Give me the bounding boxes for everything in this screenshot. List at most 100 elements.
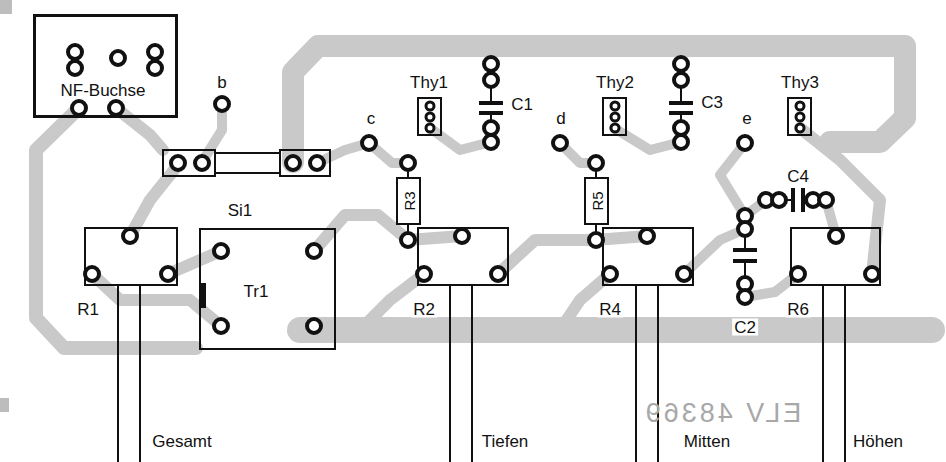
fuse-body <box>215 152 280 154</box>
potentiometer-body <box>791 228 880 285</box>
solder-pad <box>455 229 469 243</box>
capacitor-plate <box>479 101 503 105</box>
jack-box: NF-Buchse <box>33 14 178 118</box>
control-label: Mitten <box>682 433 732 450</box>
thyristor-body <box>788 98 811 135</box>
solder-pad <box>738 222 752 236</box>
copper-trace <box>300 317 932 343</box>
solder-pad <box>589 233 603 247</box>
solder-pad <box>310 156 324 170</box>
solder-pad <box>484 73 498 87</box>
solder-pad <box>68 61 82 75</box>
solder-pad <box>215 97 229 111</box>
solder-pad <box>85 267 99 281</box>
part-label: c <box>365 110 378 127</box>
solder-pad <box>589 156 603 170</box>
solder-pad <box>738 136 752 150</box>
solder-pad <box>796 113 804 121</box>
fuse-holder <box>280 150 330 176</box>
solder-pad <box>484 135 498 149</box>
solder-pad <box>148 61 162 75</box>
thyristor-body <box>418 98 441 135</box>
copper-trace <box>92 274 221 326</box>
copper-trace <box>116 108 163 150</box>
part-label: Tr1 <box>244 283 269 300</box>
solder-pad <box>171 156 185 170</box>
potentiometer-symbols <box>85 228 880 462</box>
solder-pad <box>109 101 123 115</box>
solder-pad <box>307 319 321 333</box>
capacitor-plate <box>733 248 757 252</box>
fuse-holder <box>163 150 215 176</box>
part-label: C1 <box>509 96 535 113</box>
solder-pad <box>674 57 688 71</box>
solder-pad <box>603 267 617 281</box>
potentiometer-body <box>85 228 177 285</box>
solder-pad <box>796 124 804 132</box>
part-label: NF-Buchse <box>60 82 145 99</box>
fuse-symbol <box>163 150 330 176</box>
solder-pad <box>611 102 619 110</box>
solder-pad <box>72 101 86 115</box>
transformer-box: Tr1 <box>199 228 336 350</box>
jack-pads <box>68 45 162 115</box>
potentiometer-body <box>418 228 508 285</box>
solder-pad <box>68 45 82 59</box>
part-label: Thy2 <box>594 74 636 91</box>
solder-pad <box>674 73 688 87</box>
copper-trace <box>720 143 745 216</box>
solder-pad <box>161 267 175 281</box>
capacitor-symbols <box>479 57 833 304</box>
resistor-box: R3 <box>396 177 421 225</box>
copper-trace <box>498 236 647 274</box>
potentiometer-shaft <box>139 285 141 462</box>
potentiometer-shaft <box>844 285 846 462</box>
solder-pad <box>484 57 498 71</box>
copper-trace <box>800 128 880 274</box>
solder-pad <box>491 267 505 281</box>
watermark: ELV 48369 <box>641 400 804 427</box>
edge-mark <box>0 0 12 14</box>
solder-pad <box>401 156 415 170</box>
part-label: R4 <box>597 301 623 318</box>
solder-pad <box>640 229 654 243</box>
resistor-label: R5 <box>589 191 604 210</box>
part-label: R1 <box>75 301 101 318</box>
solder-pad <box>286 156 300 170</box>
potentiometer-shaft <box>471 285 473 462</box>
part-label: e <box>740 110 753 127</box>
solder-pad <box>674 121 688 135</box>
part-label: d <box>554 110 567 127</box>
solder-pad <box>677 267 691 281</box>
solder-pad <box>772 193 786 207</box>
potentiometer-shaft <box>657 285 659 462</box>
potentiometer-shaft <box>449 285 451 462</box>
solder-pad <box>401 233 415 247</box>
solder-pad <box>417 267 431 281</box>
solder-pad <box>674 135 688 149</box>
potentiometer-body <box>603 228 693 285</box>
transformer-pads <box>199 244 321 333</box>
solder-pad <box>819 193 833 207</box>
resistor-leads <box>401 156 603 247</box>
part-label: Thy3 <box>779 74 821 91</box>
solder-pad <box>796 102 804 110</box>
solder-pad <box>123 229 137 243</box>
solder-pad <box>426 113 434 121</box>
part-label: C2 <box>732 319 758 336</box>
test-pads <box>215 97 752 150</box>
solder-pad <box>362 136 376 150</box>
solder-pad <box>829 229 843 243</box>
potentiometer-shaft <box>822 285 824 462</box>
copper-trace <box>314 215 462 251</box>
solder-pad <box>611 124 619 132</box>
thyristor-body <box>603 98 626 135</box>
solder-pad <box>611 113 619 121</box>
solder-pad <box>865 267 879 281</box>
thyristor-symbols <box>418 98 811 135</box>
resistor-box: R5 <box>584 177 609 225</box>
potentiometer-shaft <box>635 285 637 462</box>
control-label: Tiefen <box>480 433 531 450</box>
